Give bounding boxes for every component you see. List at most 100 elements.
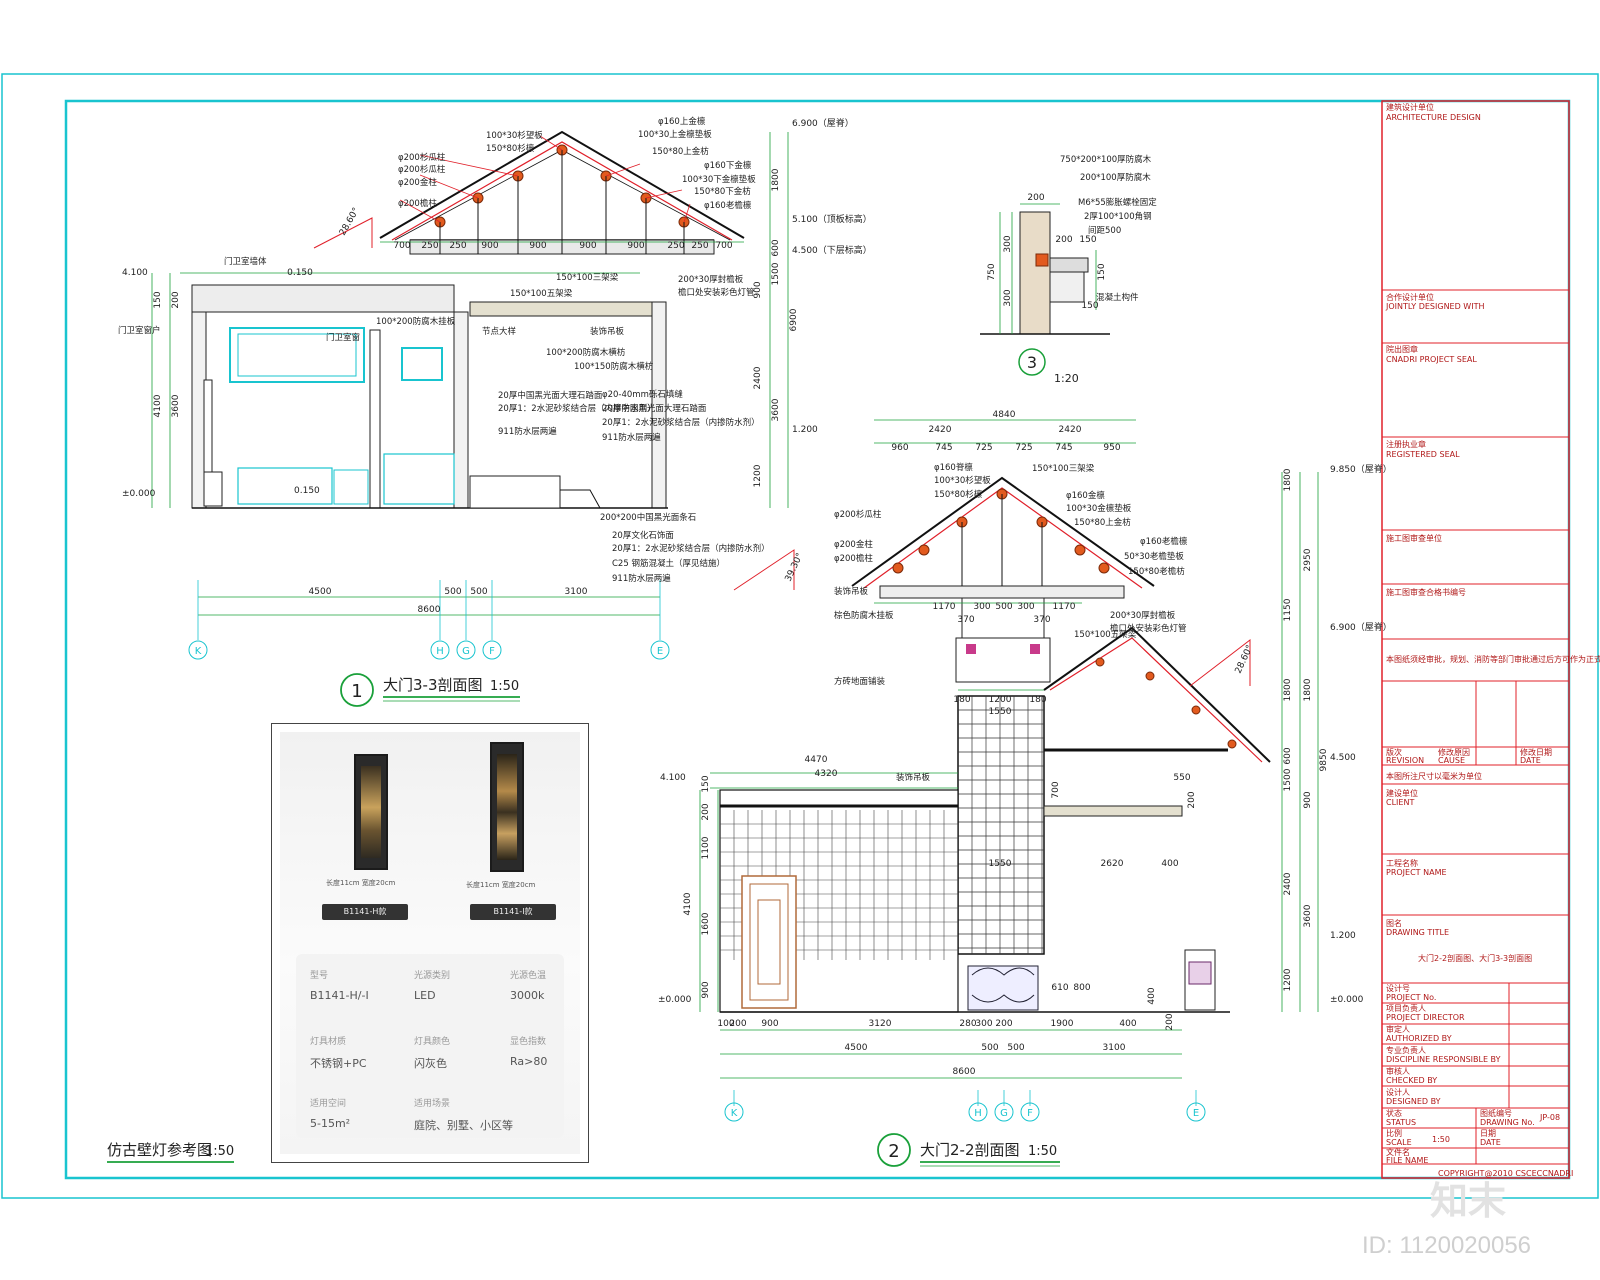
svg-text:300: 300 [1003, 235, 1013, 252]
svg-text:2620: 2620 [1101, 859, 1124, 869]
svg-text:1550: 1550 [989, 859, 1012, 869]
svg-text:28.60°: 28.60° [1234, 644, 1256, 676]
svg-text:20厚文化石饰面: 20厚文化石饰面 [612, 530, 674, 541]
svg-text:CAUSE: CAUSE [1438, 756, 1465, 765]
s1-label: 150*80上金枋 [652, 146, 709, 157]
svg-text:3100: 3100 [1103, 1043, 1126, 1053]
s2-rdim: 400 [1147, 987, 1157, 1004]
s2-mid-dim: 500 [995, 602, 1012, 612]
svg-text:1800: 1800 [1283, 468, 1293, 491]
svg-text:250: 250 [421, 241, 438, 251]
svg-text:AUTHORIZED BY: AUTHORIZED BY [1386, 1034, 1452, 1043]
s1-label: φ200杉瓜柱 [398, 164, 446, 175]
svg-text:修改日期: 修改日期 [1520, 747, 1552, 757]
lamp-h-model: B1141-H款 [322, 904, 408, 920]
s1-label: 20厚文化石饰面 [612, 530, 674, 541]
tb-auth-en: AUTHORIZED BY [1386, 1034, 1452, 1043]
lamp-caption: 仿古壁灯参考图 [107, 1141, 212, 1159]
svg-text:注册执业章: 注册执业章 [1386, 439, 1426, 449]
tb-copyright: COPYRIGHT@2010 CSCECCNADRI [1438, 1169, 1573, 1178]
s2-level: ±0.000 [1330, 995, 1364, 1005]
s2-rdim: 2950 [1303, 548, 1313, 571]
svg-text:比例: 比例 [1386, 1128, 1402, 1138]
s1-label: 节点大样 [482, 326, 517, 337]
roof-tile-1 [391, 141, 733, 241]
svg-text:1200: 1200 [989, 695, 1012, 705]
svg-text:仿古壁灯参考图: 仿古壁灯参考图 [107, 1141, 212, 1159]
svg-text:φ200檐柱: φ200檐柱 [398, 198, 437, 209]
s1-level: ±0.000 [122, 489, 156, 499]
svg-text:20厚1：2水泥砂浆结合层（内掺防水剂）: 20厚1：2水泥砂浆结合层（内掺防水剂） [612, 543, 770, 554]
svg-text:100*200防腐木挂板: 100*200防腐木挂板 [376, 316, 456, 327]
s1-vdim: 3600 [171, 394, 181, 417]
s1-vdim: 900 [753, 281, 763, 298]
section-2-2-drawing: K H G F E 39.30° 28.60° 4840 2420 2420 9… [658, 410, 1392, 1167]
svg-text:修改原因: 修改原因 [1438, 747, 1470, 757]
svg-text:400: 400 [1119, 1019, 1136, 1029]
svg-text:±0.000: ±0.000 [122, 489, 156, 499]
tb-reg-en: REGISTERED SEAL [1386, 450, 1460, 459]
svg-text:300: 300 [1017, 602, 1034, 612]
svg-text:500: 500 [444, 587, 461, 597]
s2-mid-dim: 1170 [1053, 602, 1076, 612]
svg-text:3600: 3600 [1303, 904, 1313, 927]
s2-label: 方砖地面铺装 [834, 676, 886, 687]
s2-bottom-dim: 900 [761, 1019, 778, 1029]
svg-text:725: 725 [1015, 443, 1032, 453]
s1-label: 150*80杉檩 [486, 143, 535, 154]
svg-text:200*30厚封檐板: 200*30厚封檐板 [1110, 610, 1176, 621]
tb-review-unit: 施工图审查单位 [1386, 533, 1442, 543]
svg-text:ARCHITECTURE DESIGN: ARCHITECTURE DESIGN [1386, 113, 1481, 122]
svg-text:SCALE: SCALE [1386, 1138, 1412, 1147]
svg-text:1.200: 1.200 [792, 425, 818, 435]
svg-text:370: 370 [957, 615, 974, 625]
svg-text:DATE: DATE [1520, 756, 1541, 765]
svg-text:1200: 1200 [753, 464, 763, 487]
svg-text:门卫室窗户: 门卫室窗户 [118, 325, 161, 336]
s2-left-dim: 2620 [1101, 859, 1124, 869]
s1-level: 4.500（下层标高） [792, 244, 872, 256]
s2-label: 棕色防腐木挂板 [834, 610, 894, 621]
s2-level: 6.900（屋脊） [1330, 621, 1392, 633]
timber-post [1019, 211, 1051, 335]
svg-text:图纸编号: 图纸编号 [1480, 1108, 1512, 1118]
s2-vdim: 1100 [701, 836, 711, 859]
svg-text:装饰吊板: 装饰吊板 [834, 586, 869, 597]
svg-text:设计人: 设计人 [1386, 1087, 1410, 1097]
svg-text:900: 900 [481, 241, 498, 251]
svg-text:C25 钢筋混凝土（厚见结施）: C25 钢筋混凝土（厚见结施） [612, 558, 725, 569]
svg-text:文件名: 文件名 [1386, 1147, 1410, 1157]
spec-value: Ra>80 [510, 1055, 548, 1068]
s2-label: 150*80老檐枋 [1128, 566, 1185, 577]
svg-text:6.900（屋脊）: 6.900（屋脊） [1330, 621, 1392, 633]
svg-text:250: 250 [691, 241, 708, 251]
s2-bottom-dim: 4500 [845, 1043, 868, 1053]
s1-top-dim: 250 [691, 241, 708, 251]
s1-bottom-dim: 500 [470, 587, 487, 597]
svg-text:200: 200 [1027, 193, 1044, 203]
s2-label: 150*80上金枋 [1074, 517, 1131, 528]
svg-text:200*30厚封檐板: 200*30厚封檐板 [678, 274, 744, 285]
s1-label: 150*80下金枋 [694, 186, 751, 197]
s2-top-dim: 725 [1015, 443, 1032, 453]
svg-text:K: K [731, 1108, 738, 1119]
svg-text:图名: 图名 [1386, 918, 1402, 928]
svg-text:4500: 4500 [309, 587, 332, 597]
svg-text:审定人: 审定人 [1386, 1024, 1410, 1034]
s3-dim: 150 [1079, 235, 1096, 245]
svg-text:9850: 9850 [1319, 748, 1329, 771]
spec-value: 闪灰色 [414, 1057, 447, 1070]
s2-label: 150*100三架梁 [1032, 464, 1095, 474]
svg-text:1500: 1500 [771, 262, 781, 285]
s2-label: 150*80杉檩 [934, 489, 983, 500]
svg-text:施工图审查单位: 施工图审查单位 [1386, 533, 1442, 543]
svg-text:20厚1：2水泥砂浆结合层（内掺防水剂）: 20厚1：2水泥砂浆结合层（内掺防水剂） [602, 417, 760, 428]
s1-label: φ200檐柱 [398, 198, 437, 209]
s2-rdim: 1200 [1283, 968, 1293, 991]
svg-text:700: 700 [1051, 781, 1061, 798]
svg-text:φ160金檩: φ160金檩 [1066, 490, 1105, 501]
s2-level: 1.200 [1330, 931, 1356, 941]
svg-text:1:50: 1:50 [490, 679, 519, 694]
s1-label: 20厚1：2水泥砂浆结合层（内掺防水剂） [602, 417, 760, 428]
